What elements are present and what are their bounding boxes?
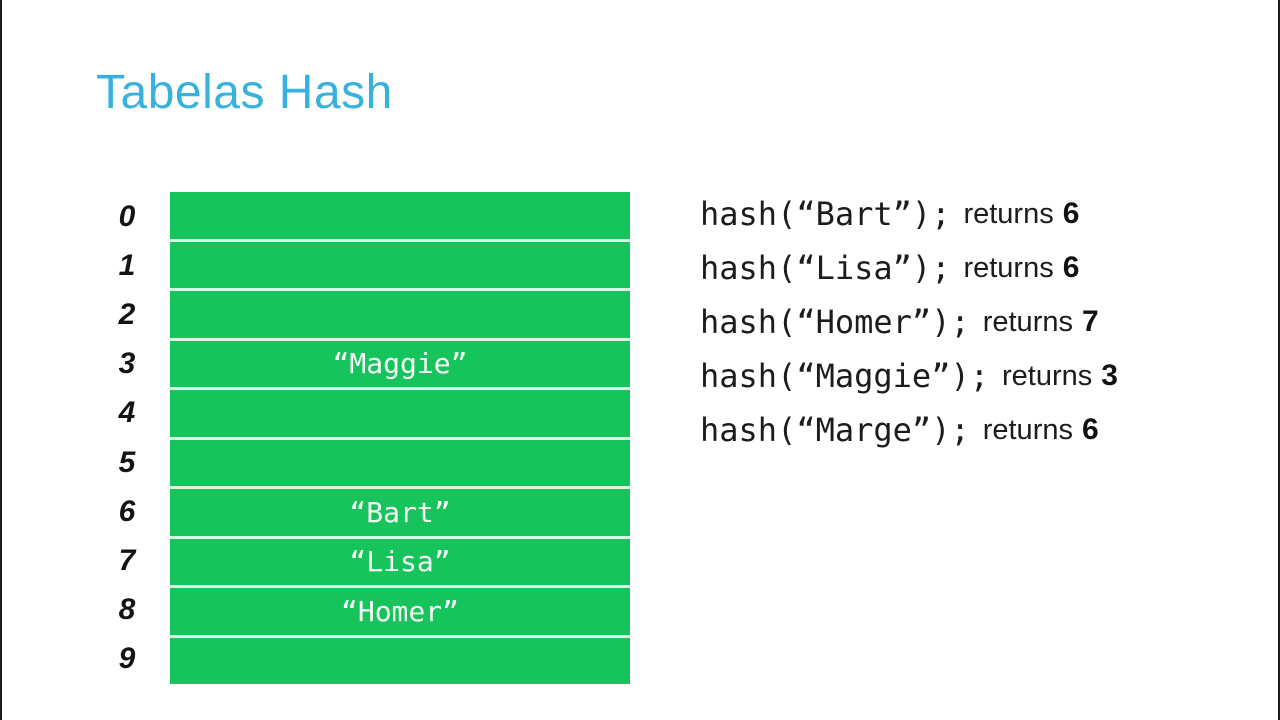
- bucket-cell-7: “Lisa”: [170, 535, 630, 585]
- bucket-index-6: 6: [118, 494, 136, 528]
- hash-call-code-2: hash(“Homer”);: [700, 303, 970, 341]
- hash-call-line-0: hash(“Bart”); returns 6: [700, 187, 1118, 241]
- bucket-cell-9: [170, 634, 630, 684]
- bucket-cell-2: [170, 288, 630, 338]
- bucket-index-4: 4: [118, 396, 136, 430]
- hash-call-code-4: hash(“Marge”);: [700, 411, 970, 449]
- bucket-cell-3: “Maggie”: [170, 337, 630, 387]
- bucket-cell-4: [170, 387, 630, 437]
- hash-call-line-1: hash(“Lisa”); returns 6: [700, 241, 1118, 295]
- returns-value-2: 7: [1081, 305, 1099, 338]
- bucket-cell-6: “Bart”: [170, 486, 630, 536]
- returns-label-2: returns: [982, 305, 1073, 338]
- bucket-index-2: 2: [118, 298, 136, 331]
- returns-label-0: returns: [963, 197, 1054, 230]
- hash-call-code-1: hash(“Lisa”);: [700, 249, 951, 287]
- bucket-cell-0: [170, 192, 630, 239]
- hash-call-list: hash(“Bart”); returns 6 hash(“Lisa”); re…: [700, 187, 1118, 457]
- bucket-index-7: 7: [118, 544, 136, 578]
- bucket-value-3: “Maggie”: [332, 347, 468, 381]
- bucket-cell-8: “Homer”: [170, 585, 630, 635]
- returns-label-3: returns: [1001, 359, 1093, 392]
- frame-edge-right: [1278, 0, 1280, 720]
- hash-call-code-0: hash(“Bart”);: [700, 195, 951, 233]
- returns-label-1: returns: [963, 251, 1054, 284]
- bucket-index-5: 5: [118, 445, 136, 479]
- bucket-cell-5: [170, 436, 630, 486]
- hash-table-index-column: 0 1 2 3 4 5 6 7 8 9: [100, 192, 154, 684]
- returns-value-4: 6: [1081, 413, 1099, 446]
- page-title: Tabelas Hash: [96, 66, 393, 119]
- returns-value-0: 6: [1062, 197, 1080, 230]
- bucket-index-1: 1: [118, 248, 136, 282]
- hash-table-cells: “Maggie” “Bart” “Lisa” “Homer”: [170, 192, 630, 684]
- bucket-value-7: “Lisa”: [349, 545, 451, 579]
- returns-value-1: 6: [1062, 251, 1080, 284]
- hash-call-line-3: hash(“Maggie”); returns 3: [700, 349, 1118, 403]
- bucket-index-3: 3: [118, 347, 136, 381]
- hash-call-line-2: hash(“Homer”); returns 7: [700, 295, 1118, 349]
- bucket-value-8: “Homer”: [340, 594, 459, 628]
- hash-table-diagram: 0 1 2 3 4 5 6 7 8 9 “Maggie” “Bart” “Lis…: [100, 192, 630, 684]
- bucket-index-0: 0: [118, 199, 136, 233]
- bucket-cell-1: [170, 238, 630, 288]
- returns-label-4: returns: [982, 413, 1073, 446]
- returns-value-3: 3: [1101, 359, 1118, 392]
- bucket-index-8: 8: [118, 593, 136, 627]
- hash-call-line-4: hash(“Marge”); returns 6: [700, 403, 1118, 457]
- bucket-value-6: “Bart”: [349, 495, 451, 529]
- frame-edge-left: [0, 0, 2, 720]
- bucket-index-9: 9: [118, 642, 136, 676]
- hash-call-code-3: hash(“Maggie”);: [700, 357, 989, 395]
